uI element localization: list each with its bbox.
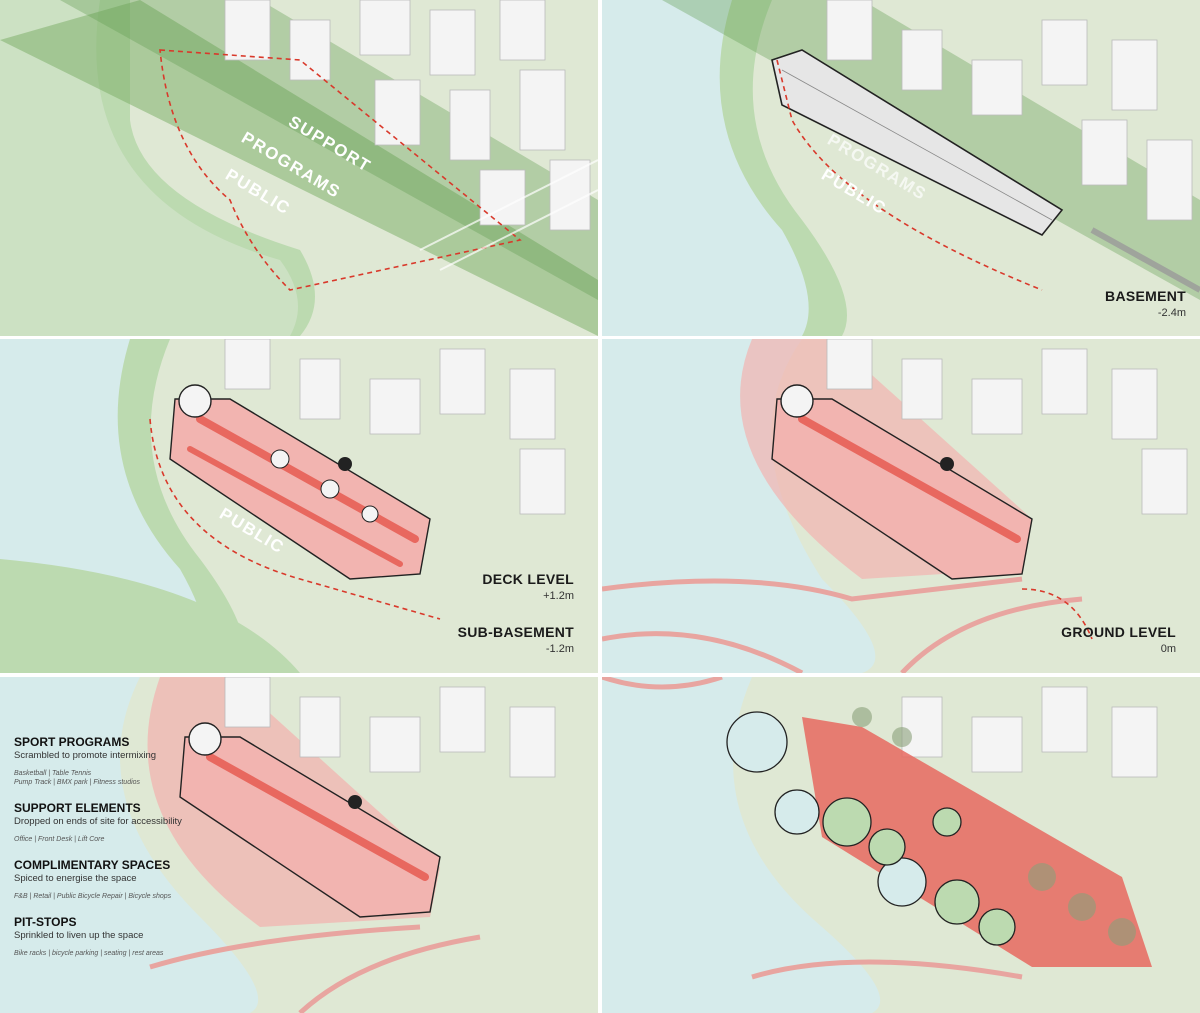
sub-basement-elevation: -1.2m [546,643,574,655]
panel-deck-level: PUBLIC DECK LEVEL +1.2m SUB-BASEMENT -1.… [0,339,598,673]
deck-level-elevation: +1.2m [543,590,574,602]
level-elevation: 0m [1161,643,1176,655]
legend-title: SPORT PROGRAMS [14,735,224,749]
ground-level-drawing [602,339,1200,673]
legend-support-elements: SUPPORT ELEMENTS Dropped on ends of site… [14,801,224,844]
legend-items: Office | Front Desk | Lift Core [14,835,224,844]
legend-pit-stops: PIT-STOPS Sprinkled to liven up the spac… [14,915,224,958]
level-label: BASEMENT [1105,288,1186,304]
panel-basement: PROGRAMS PUBLIC BASEMENT -2.4m [602,0,1200,336]
legend-desc: Sprinkled to liven up the space [14,930,224,941]
legend-items: Bike racks | bicycle parking | seating |… [14,949,224,958]
legend-sport-programs: SPORT PROGRAMS Scrambled to promote inte… [14,735,224,787]
legend-title: COMPLIMENTARY SPACES [14,858,224,872]
legend-desc: Scrambled to promote intermixing [14,750,224,761]
deck-level-drawing [0,339,598,673]
legend-title: PIT-STOPS [14,915,224,929]
legend-item: Bike racks | bicycle parking | seating |… [14,949,224,958]
program-legend: SPORT PROGRAMS Scrambled to promote inte… [14,735,224,972]
legend-item: Office | Front Desk | Lift Core [14,835,224,844]
level-elevation: -2.4m [1158,307,1186,319]
legend-items: Basketball | Table Tennis Pump Track | B… [14,769,224,787]
sub-basement-label: SUB-BASEMENT [458,624,574,640]
level-label: GROUND LEVEL [1061,624,1176,640]
legend-items: F&B | Retail | Public Bicycle Repair | B… [14,892,224,901]
legend-item: Basketball | Table Tennis [14,769,224,778]
legend-title: SUPPORT ELEMENTS [14,801,224,815]
legend-item: F&B | Retail | Public Bicycle Repair | B… [14,892,224,901]
canopy-view-drawing [602,677,1200,1013]
basement-drawing [602,0,1200,336]
legend-complimentary-spaces: COMPLIMENTARY SPACES Spiced to energise … [14,858,224,901]
legend-desc: Spiced to energise the space [14,873,224,884]
legend-item: Pump Track | BMX park | Fitness studios [14,778,224,787]
deck-level-label: DECK LEVEL [482,571,574,587]
panel-site-zoning: SUPPORT PROGRAMS PUBLIC [0,0,598,336]
panel-program-legend: SPORT PROGRAMS Scrambled to promote inte… [0,677,598,1013]
panel-canopy-view [602,677,1200,1013]
panel-ground-level: GROUND LEVEL 0m [602,339,1200,673]
legend-desc: Dropped on ends of site for accessibilit… [14,816,224,827]
